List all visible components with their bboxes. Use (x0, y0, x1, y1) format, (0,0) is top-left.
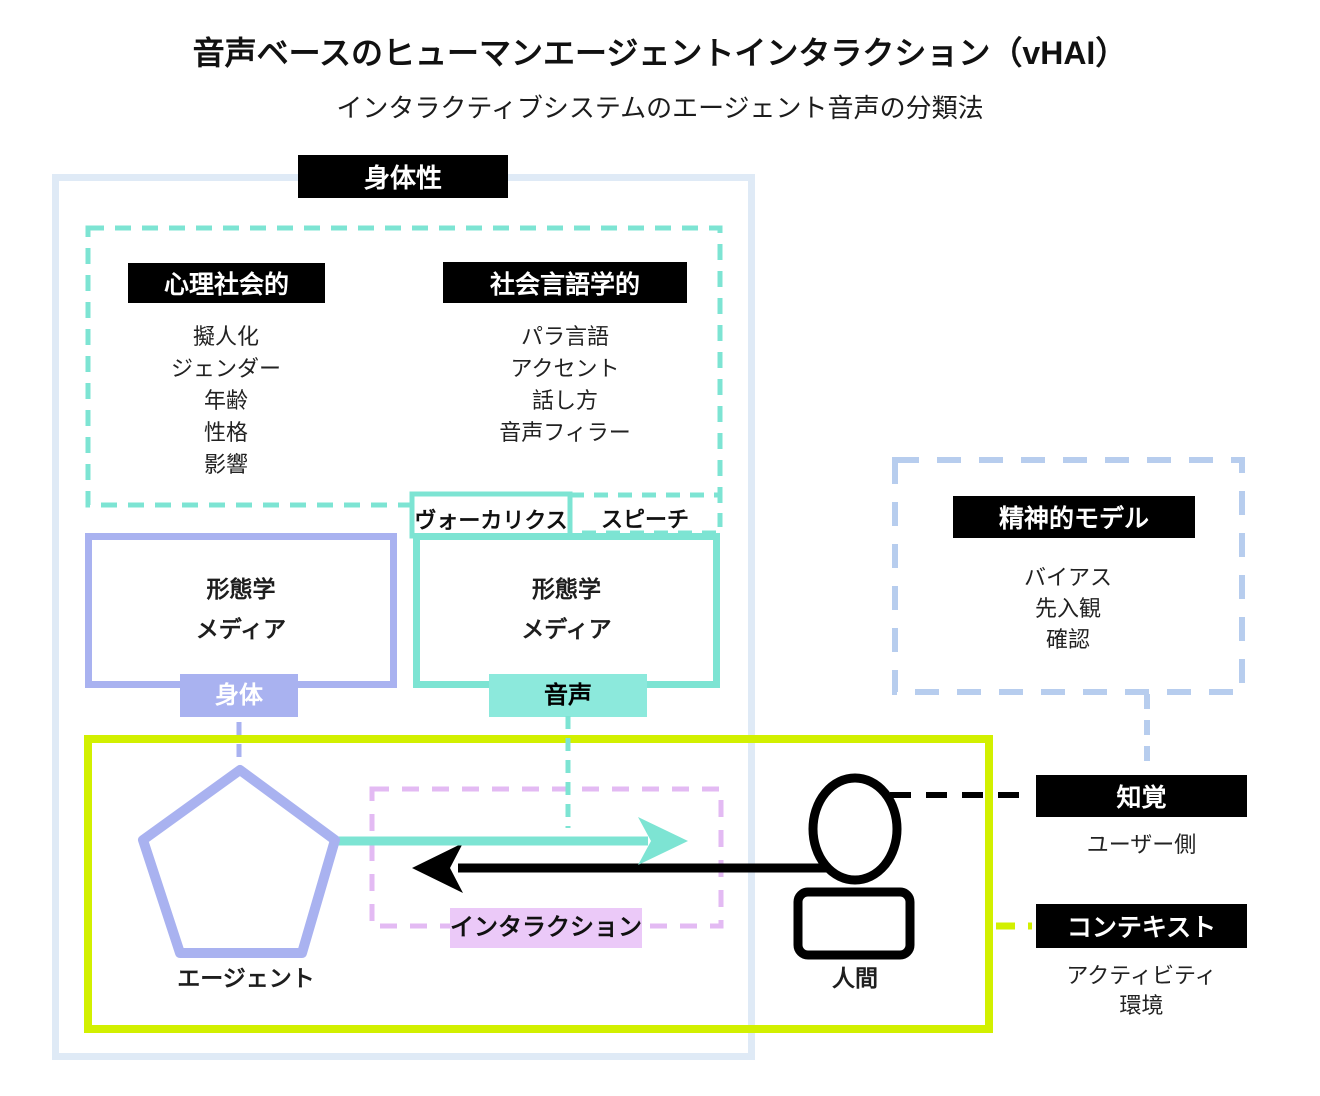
sociolinguistic-item: 話し方 (531, 388, 598, 413)
psychosocial-label: 心理社会的 (128, 263, 325, 303)
body-media-text: メディア (195, 616, 287, 642)
context-item: 環境 (1119, 993, 1164, 1018)
voice-morphology-box (413, 533, 720, 688)
body-morphology-box (85, 533, 397, 688)
page-subtitle: インタラクティブシステムのエージェント音声の分類法 (336, 93, 984, 123)
body-tag: 身体 (180, 674, 298, 717)
body-morphology-text: 形態学 (206, 576, 276, 602)
sociolinguistic-item: 音声フィラー (499, 420, 631, 445)
sociolinguistic-item: アクセント (510, 356, 620, 381)
perception-label: 知覚 (1036, 775, 1247, 817)
psychosocial-item: 年齢 (203, 388, 248, 413)
interaction-tag: インタラクション (450, 908, 642, 948)
voice-tag: 音声 (489, 674, 647, 717)
perception-sub-label: ユーザー側 (1086, 832, 1197, 857)
psychosocial-item: ジェンダー (170, 356, 281, 381)
mental-model-label: 精神的モデル (953, 496, 1195, 538)
psychosocial-item: 性格 (203, 420, 248, 445)
sociolinguistic-label: 社会言語学的 (443, 262, 687, 303)
agent-label: エージェント (177, 965, 315, 991)
vocalics-tab-label: ヴォーカリクス (414, 508, 568, 533)
mental-model-item: 確認 (1045, 627, 1090, 652)
context-label: コンテキスト (1036, 904, 1247, 948)
voice-morphology-text: 形態学 (532, 576, 601, 602)
page-title: 音声ベースのヒューマンエージェントインタラクション（vHAI） (192, 35, 1128, 71)
psychosocial-item: 影響 (203, 452, 248, 477)
sociolinguistic-item: パラ言語 (520, 324, 609, 349)
embodiment-label: 身体性 (298, 155, 508, 198)
speech-tab-label: スピーチ (600, 507, 689, 532)
human-label: 人間 (832, 965, 878, 991)
mental-model-item: バイアス (1023, 565, 1112, 590)
interaction-zone-frame (84, 735, 993, 1033)
psychosocial-item: 擬人化 (192, 324, 259, 349)
context-item: アクティビティ (1066, 963, 1217, 988)
voice-media-text: メディア (521, 616, 612, 642)
mental-model-item: 先入観 (1034, 596, 1101, 621)
